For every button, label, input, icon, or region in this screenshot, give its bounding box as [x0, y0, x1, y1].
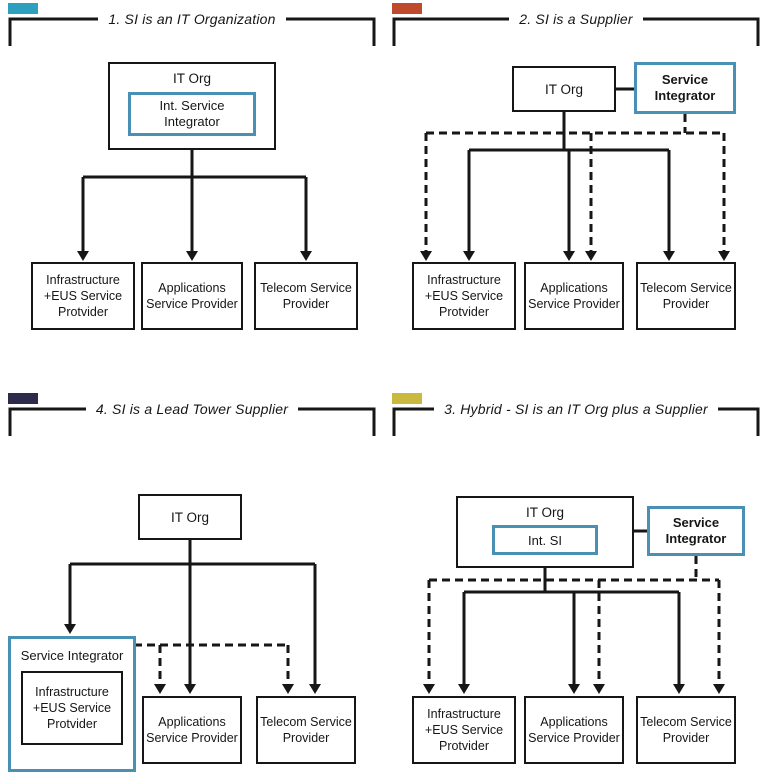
service-integrator-label: Service Integrator [20, 648, 124, 663]
arrowheads [77, 251, 312, 261]
dashed-arrows [134, 643, 290, 685]
service-integrator-box: Service Integrator Infrastructure +EUS S… [8, 636, 136, 772]
arrowheads [423, 684, 725, 694]
dashed-arrows [424, 114, 726, 252]
arrowheads [64, 624, 321, 694]
provider-box-telecom: Telecom Service Provider [636, 696, 736, 764]
panel-4-si-is-lead-tower-supplier: 4. SI is a Lead Tower Supplier IT Org Se… [0, 390, 384, 780]
panel-1-diagram-lines [8, 3, 376, 261]
provider-box-telecom: Telecom Service Provider [636, 262, 736, 330]
panel-4-diagram-lines [8, 393, 376, 694]
internal-si-box: Int. SI [492, 525, 598, 555]
provider-box-telecom: Telecom Service Provider [254, 262, 358, 330]
accent-swatch [8, 3, 38, 14]
panel-2-diagram-lines [392, 3, 760, 261]
it-org-box: IT Org Int. SI [456, 496, 634, 568]
panel-3-diagram-lines [392, 393, 760, 694]
solid-arrows [68, 540, 317, 685]
panel-2-si-is-a-supplier: 2. SI is a Supplier IT Org Service Integ… [384, 0, 768, 390]
it-org-box: IT Org [512, 66, 616, 112]
arrowheads [420, 251, 730, 261]
provider-box-infrastructure-eus: Infrastructure +EUS Service Protvider [412, 696, 516, 764]
accent-swatch [392, 3, 422, 14]
internal-service-integrator-box: Int. Service Integrator [128, 92, 256, 136]
panel-title: 1. SI is an IT Organization [18, 11, 366, 29]
provider-box-applications: Applications Service Provider [524, 696, 624, 764]
provider-box-applications: Applications Service Provider [141, 262, 243, 330]
panel-title: 4. SI is a Lead Tower Supplier [18, 401, 366, 419]
provider-box-telecom: Telecom Service Provider [256, 696, 356, 764]
it-org-box: IT Org [138, 494, 242, 540]
provider-box-infrastructure-eus: Infrastructure +EUS Service Protvider [412, 262, 516, 330]
provider-box-applications: Applications Service Provider [524, 262, 624, 330]
provider-box-infrastructure-eus: Infrastructure +EUS Service Protvider [21, 671, 123, 746]
accent-swatch [8, 393, 38, 404]
service-integrator-box: Service Integrator [634, 62, 736, 114]
solid-arrows [467, 87, 671, 252]
it-org-box: IT Org Int. Service Integrator [108, 62, 276, 150]
panel-3-hybrid: 3. Hybrid - SI is an IT Org plus a Suppl… [384, 390, 768, 780]
panel-title: 2. SI is a Supplier [402, 11, 750, 29]
solid-arrows [462, 529, 681, 685]
provider-box-infrastructure-eus: Infrastructure +EUS Service Protvider [31, 262, 135, 330]
accent-swatch [392, 393, 422, 404]
service-integrator-box: Service Integrator [647, 506, 745, 556]
it-org-label: IT Org [172, 71, 211, 86]
panel-1-si-is-it-organization: 1. SI is an IT Organization IT Org Int. … [0, 0, 384, 390]
dashed-arrows [427, 556, 721, 685]
it-org-label: IT Org [525, 505, 564, 520]
solid-arrows [81, 150, 308, 252]
panel-title: 3. Hybrid - SI is an IT Org plus a Suppl… [402, 401, 750, 419]
provider-box-applications: Applications Service Provider [142, 696, 242, 764]
